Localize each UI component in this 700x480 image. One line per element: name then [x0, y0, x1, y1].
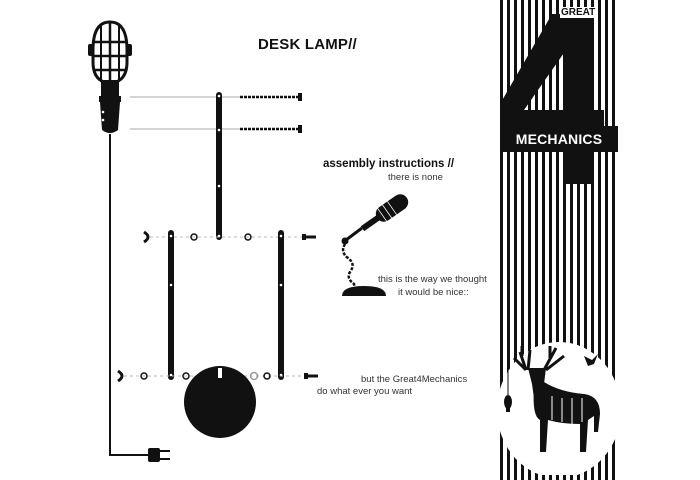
brand-mechanics-label: MECHANICS [500, 126, 618, 152]
assembly-heading: assembly instructions // [323, 158, 455, 170]
caption-but-line2: do what ever you want [317, 386, 413, 397]
plug-icon [148, 448, 170, 462]
caption-way-line2: it would be nice:: [398, 287, 469, 298]
upper-hardware-row [143, 230, 316, 244]
right-leg-bar [278, 230, 284, 380]
round-base [184, 366, 256, 438]
top-bar [216, 92, 222, 240]
screw-top [240, 93, 302, 101]
brand-great-label: GREAT [560, 7, 597, 18]
assembly-subtext: there is none [388, 172, 443, 183]
cable-line [109, 134, 150, 456]
cage-bulb-icon [88, 20, 132, 133]
deer-badge [500, 342, 618, 475]
bird-icon [584, 354, 598, 366]
left-leg-bar [168, 230, 174, 380]
microphone-icon [341, 194, 409, 296]
deer-icon [512, 346, 600, 452]
screw-bottom [240, 125, 302, 133]
caption-but-line1: but the Great4Mechanics [361, 374, 468, 385]
page-title: DESK LAMP// [258, 36, 357, 53]
caption-way-line1: this is the way we thought [378, 274, 487, 285]
hanging-bulb-icon [504, 370, 512, 412]
